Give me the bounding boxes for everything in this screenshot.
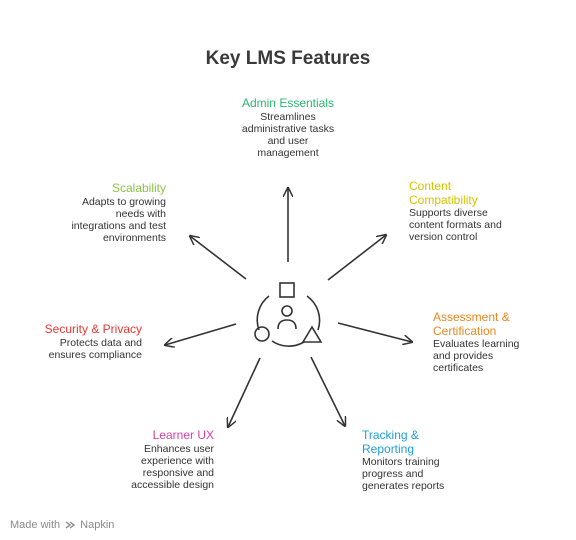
feature-scalability-title: Scalability bbox=[111, 181, 166, 195]
arrow-tracking bbox=[310, 356, 345, 426]
triangle-icon bbox=[301, 325, 323, 343]
arrow-scalability bbox=[190, 236, 247, 280]
arrow-assessment bbox=[337, 322, 412, 342]
arrow-security bbox=[165, 323, 237, 345]
users-icon bbox=[254, 282, 323, 347]
made-with-label: Made with bbox=[10, 519, 61, 531]
circle-icon bbox=[254, 326, 270, 342]
arrow-content bbox=[327, 235, 386, 281]
square-icon bbox=[279, 282, 295, 298]
footer-watermark: Made with Napkin bbox=[10, 519, 114, 531]
person-body-icon bbox=[277, 319, 297, 330]
person-head-icon bbox=[281, 305, 293, 317]
arrow-learner bbox=[228, 357, 261, 427]
feature-assessment: Assessment &Certification Evaluates lear… bbox=[433, 310, 563, 374]
feature-assessment-title: Assessment &Certification bbox=[433, 310, 510, 338]
feature-security-title: Security & Privacy bbox=[44, 322, 142, 336]
diagram-title: Key LMS Features bbox=[205, 48, 371, 69]
feature-admin-title: Admin Essentials bbox=[241, 96, 335, 110]
feature-tracking-title: Tracking &Reporting bbox=[362, 428, 419, 456]
feature-learner-title: Learner UX bbox=[152, 428, 214, 442]
napkin-brand-label: Napkin bbox=[80, 519, 115, 531]
napkin-logo-icon bbox=[65, 521, 76, 529]
